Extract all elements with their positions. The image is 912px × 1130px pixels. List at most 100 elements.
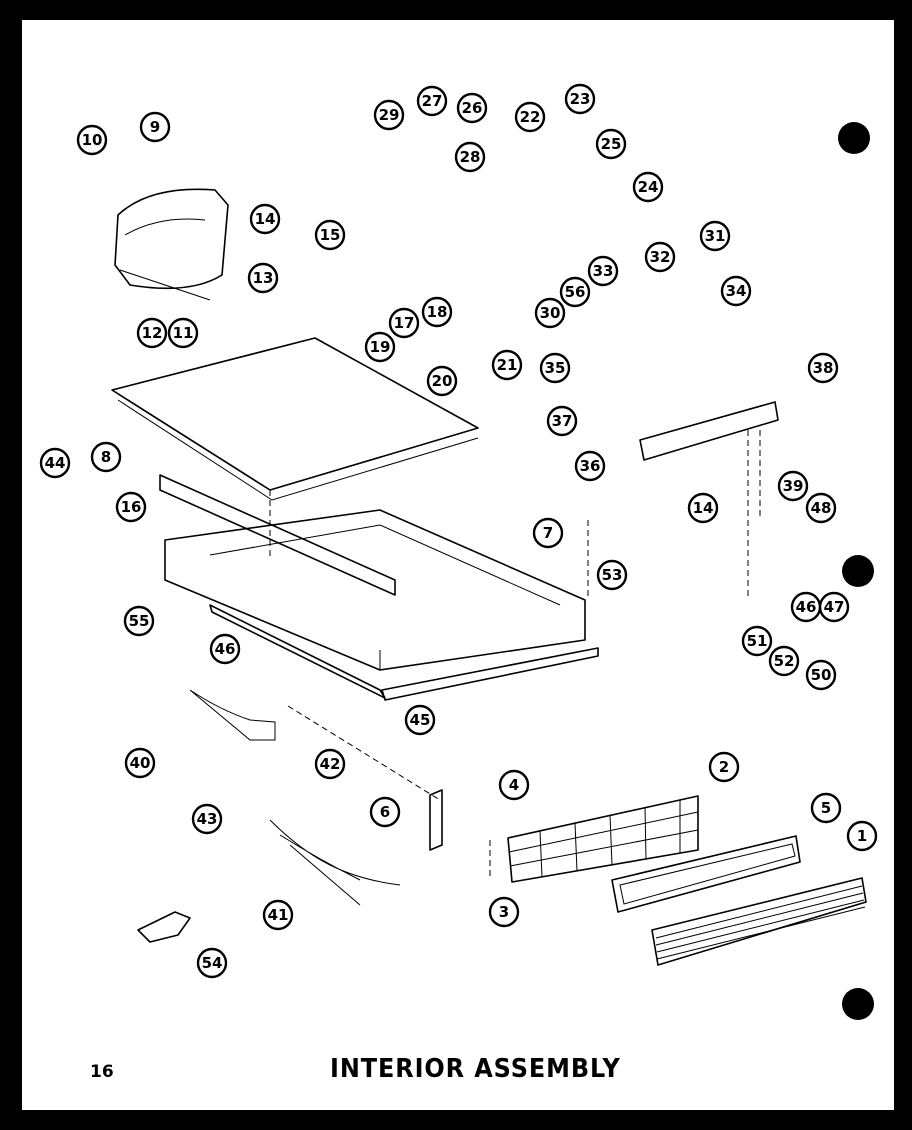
svg-text:56: 56: [565, 283, 586, 301]
svg-text:30: 30: [540, 304, 561, 322]
callout-51: 51: [741, 625, 773, 657]
svg-text:19: 19: [370, 338, 391, 356]
callout-6: 6: [369, 796, 401, 828]
callout-12: 12: [136, 317, 168, 349]
svg-text:47: 47: [824, 598, 845, 616]
svg-text:46: 46: [796, 598, 817, 616]
svg-text:18: 18: [427, 303, 448, 321]
svg-text:25: 25: [601, 135, 622, 153]
callout-35: 35: [539, 352, 571, 384]
svg-text:28: 28: [460, 148, 481, 166]
svg-text:37: 37: [552, 412, 573, 430]
callout-55: 55: [123, 605, 155, 637]
callout-46-left: 46: [209, 633, 241, 665]
svg-text:22: 22: [520, 108, 541, 126]
svg-text:6: 6: [380, 803, 390, 821]
callout-10: 10: [76, 124, 108, 156]
svg-text:21: 21: [497, 356, 518, 374]
front-rail: [381, 647, 599, 701]
svg-text:46: 46: [215, 640, 236, 658]
callout-31: 31: [699, 220, 731, 252]
svg-text:43: 43: [197, 810, 218, 828]
svg-text:39: 39: [783, 477, 804, 495]
callout-40: 40: [124, 747, 156, 779]
svg-text:20: 20: [432, 372, 453, 390]
callout-25: 25: [595, 128, 627, 160]
callout-54: 54: [196, 947, 228, 979]
callout-27: 27: [416, 85, 448, 117]
callout-14-upper: 14: [249, 203, 281, 235]
callout-34: 34: [720, 275, 752, 307]
svg-text:5: 5: [821, 799, 831, 817]
rail: [159, 474, 396, 596]
callout-2: 2: [708, 751, 740, 783]
svg-text:51: 51: [747, 632, 768, 650]
callout-11: 11: [167, 317, 199, 349]
wiring-harness: [269, 819, 401, 906]
callout-19: 19: [364, 331, 396, 363]
binder-hole-middle: [842, 555, 874, 587]
callout-50: 50: [805, 659, 837, 691]
callout-4: 4: [498, 769, 530, 801]
interior-liner: [164, 509, 586, 671]
callout-46-right: 46: [790, 591, 822, 623]
svg-text:32: 32: [650, 248, 671, 266]
callout-14-lower: 14: [687, 492, 719, 524]
svg-text:14: 14: [255, 210, 276, 228]
svg-text:3: 3: [499, 903, 509, 921]
power-cord-connector: [189, 689, 276, 741]
svg-text:54: 54: [202, 954, 223, 972]
front-grille: [651, 877, 867, 966]
binder-hole-bottom: [842, 988, 874, 1020]
callout-23: 23: [564, 83, 596, 115]
callout-16: 16: [115, 491, 147, 523]
diagram-sheet: [22, 20, 894, 1110]
svg-text:7: 7: [543, 524, 553, 542]
svg-text:34: 34: [726, 282, 747, 300]
callout-17: 17: [388, 307, 420, 339]
svg-text:4: 4: [509, 776, 519, 794]
callout-56: 56: [559, 276, 591, 308]
callout-38: 38: [807, 352, 839, 384]
evaporator-housing: [114, 188, 229, 301]
svg-text:27: 27: [422, 92, 443, 110]
svg-text:48: 48: [811, 499, 832, 517]
svg-text:13: 13: [253, 269, 274, 287]
svg-text:53: 53: [602, 566, 623, 584]
callout-48: 48: [805, 492, 837, 524]
svg-text:17: 17: [394, 314, 415, 332]
callout-21: 21: [491, 349, 523, 381]
svg-text:52: 52: [774, 652, 795, 670]
svg-text:40: 40: [130, 754, 151, 772]
bulb: [137, 911, 191, 943]
page-number: 16: [90, 1062, 114, 1082]
svg-text:9: 9: [150, 118, 160, 136]
callout-28: 28: [454, 141, 486, 173]
callout-24: 24: [632, 171, 664, 203]
binder-hole-top: [838, 122, 870, 154]
callout-22: 22: [514, 101, 546, 133]
callout-18: 18: [421, 296, 453, 328]
svg-text:42: 42: [320, 755, 341, 773]
svg-text:50: 50: [811, 666, 832, 684]
callout-3: 3: [488, 896, 520, 928]
svg-text:16: 16: [121, 498, 142, 516]
mesh-screen: [507, 795, 699, 883]
svg-text:33: 33: [593, 262, 614, 280]
callout-15: 15: [314, 219, 346, 251]
kickplate: [611, 835, 801, 913]
callout-39: 39: [777, 470, 809, 502]
callout-53: 53: [596, 559, 628, 591]
svg-text:2: 2: [719, 758, 729, 776]
callout-13: 13: [247, 262, 279, 294]
svg-text:31: 31: [705, 227, 726, 245]
callout-36: 36: [574, 450, 606, 482]
callout-7: 7: [532, 517, 564, 549]
svg-text:38: 38: [813, 359, 834, 377]
svg-text:55: 55: [129, 612, 150, 630]
svg-text:36: 36: [580, 457, 601, 475]
callout-20: 20: [426, 365, 458, 397]
callout-26: 26: [456, 92, 488, 124]
